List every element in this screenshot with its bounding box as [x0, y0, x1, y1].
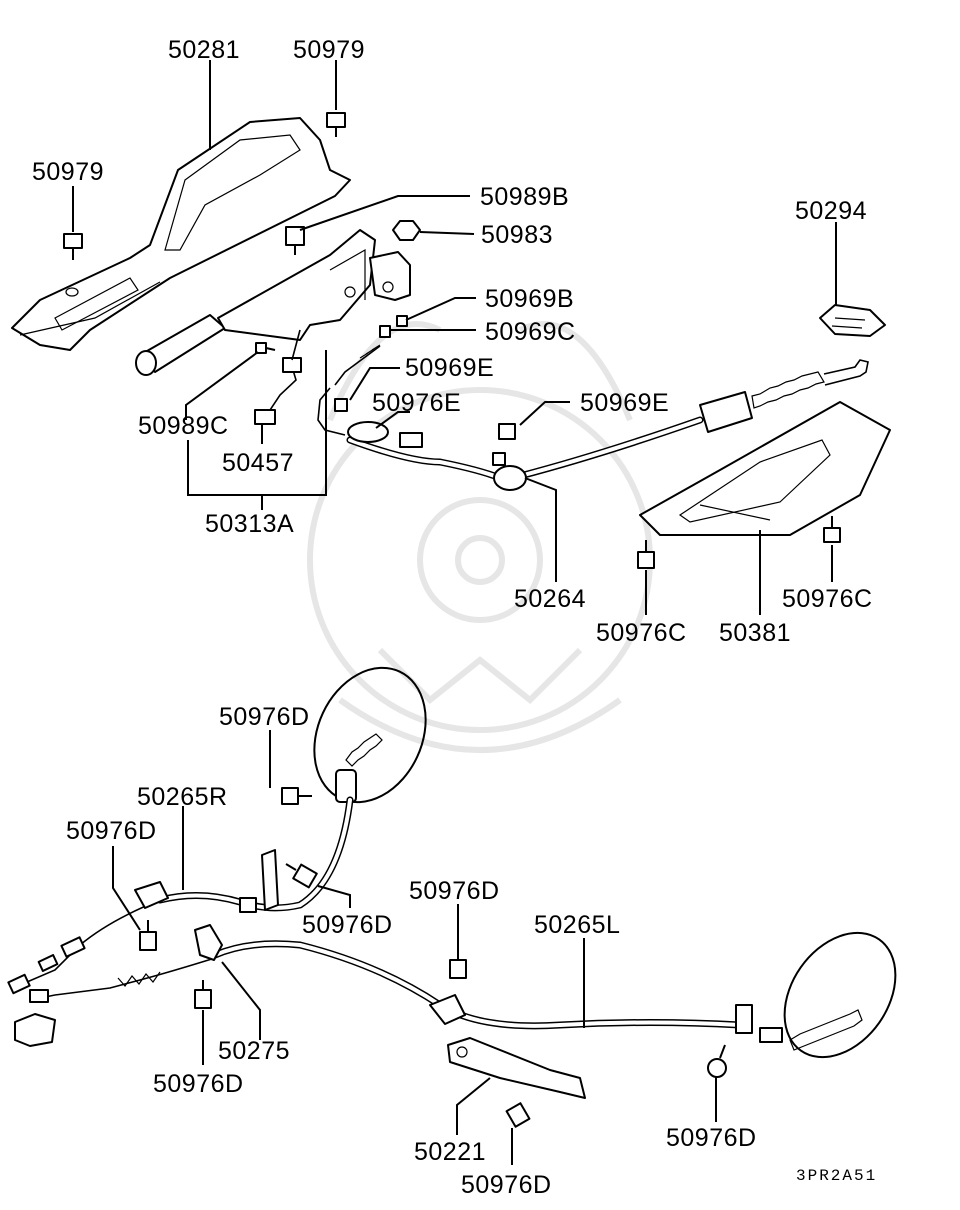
- bracket-50221: [447, 1037, 586, 1099]
- label-50264: 50264: [514, 585, 586, 613]
- label-50221: 50221: [414, 1138, 486, 1166]
- detail-circle-upper: [313, 666, 427, 804]
- adjuster-rod: [317, 344, 381, 436]
- rear-cable-left-50265L: [29, 924, 783, 1043]
- bolt-50976C-1: [637, 540, 655, 569]
- label-50969E-2: 50969E: [580, 389, 669, 417]
- rear-cable-right-50265R: [7, 796, 354, 995]
- bolt-50979-left: [63, 233, 83, 260]
- bolt-50976D-7: [707, 1044, 727, 1078]
- bracket-50983: [369, 251, 411, 301]
- label-50265R: 50265R: [137, 783, 228, 811]
- label-50969C: 50969C: [485, 318, 576, 346]
- bolt-50976D-6: [505, 1102, 531, 1128]
- label-50989B: 50989B: [480, 183, 569, 211]
- bolt-50976D-2: [139, 920, 157, 951]
- label-50457: 50457: [222, 449, 294, 477]
- label-50313A: 50313A: [205, 510, 294, 538]
- leader-lines: [72, 60, 837, 1165]
- nut-50969C: [379, 325, 391, 338]
- label-50976D-4: 50976D: [409, 877, 500, 905]
- heat-shield-50381: [639, 401, 891, 536]
- label-50381: 50381: [719, 619, 791, 647]
- label-50265L: 50265L: [534, 911, 620, 939]
- bolt-50976C-2: [823, 516, 841, 543]
- bracket-50294: [819, 304, 886, 337]
- label-50983: 50983: [481, 221, 553, 249]
- label-50989C: 50989C: [138, 412, 229, 440]
- front-cable-50264: [346, 359, 869, 491]
- label-50976D-3: 50976D: [302, 911, 393, 939]
- nut-50983: [392, 220, 421, 241]
- label-50976D-7: 50976D: [666, 1124, 757, 1152]
- bolt-50989B: [285, 226, 305, 255]
- label-50969E-1: 50969E: [405, 354, 494, 382]
- label-50969B: 50969B: [485, 285, 574, 313]
- bolt-50976D-3: [285, 863, 318, 889]
- nut-50969B: [396, 315, 408, 327]
- bolt-50976D-5: [194, 980, 212, 1009]
- clip-50275: [14, 1013, 56, 1047]
- bolt-50976D-1: [281, 787, 312, 805]
- part-labels: 50281 50979 50979 50989B 50983 50294 509…: [32, 36, 877, 1199]
- label-50976C-2: 50976C: [782, 585, 873, 613]
- label-50275: 50275: [218, 1037, 290, 1065]
- switch-50457: [254, 329, 302, 425]
- label-50976E: 50976E: [372, 389, 461, 417]
- console-cover: [11, 117, 351, 351]
- label-50976C-1: 50976C: [596, 619, 687, 647]
- label-50976D-1: 50976D: [219, 703, 310, 731]
- bolt-50979-top: [326, 112, 346, 137]
- label-50976D-6: 50976D: [461, 1171, 552, 1199]
- label-50281: 50281: [168, 36, 240, 64]
- detail-circle-lower: [783, 931, 897, 1059]
- label-50294: 50294: [795, 197, 867, 225]
- label-50976D-2: 50976D: [66, 817, 157, 845]
- bolt-50976D-4: [449, 950, 467, 979]
- diagram-code: 3PR2A51: [796, 1167, 877, 1185]
- parking-brake-lever: [135, 229, 376, 376]
- label-50979-left: 50979: [32, 158, 104, 186]
- watermark-emblem: [307, 321, 653, 753]
- label-50979-top: 50979: [293, 36, 365, 64]
- label-50976D-5: 50976D: [153, 1070, 244, 1098]
- screw-50989C: [255, 342, 276, 354]
